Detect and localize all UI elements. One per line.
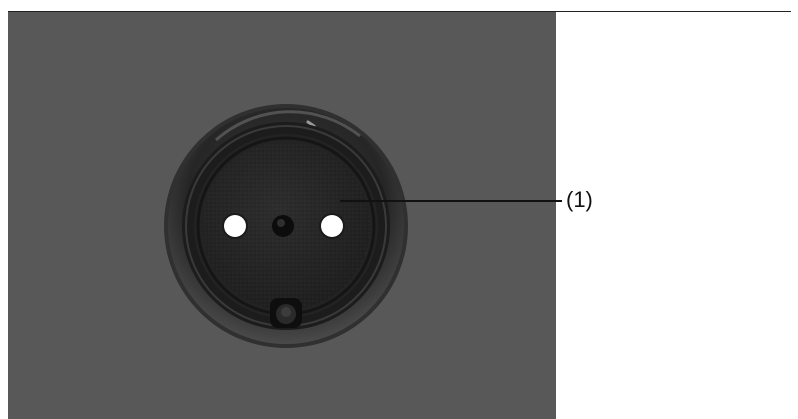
- connector-photo: [8, 12, 556, 419]
- pin-center: [272, 215, 294, 237]
- top-rule: [8, 11, 791, 12]
- pin-left: [222, 213, 248, 239]
- callout-label-1: (1): [566, 187, 593, 212]
- pin-right: [319, 213, 345, 239]
- keying-notch: [270, 298, 302, 328]
- callout-leader-line: [340, 200, 562, 202]
- connector-illustration: [164, 104, 408, 348]
